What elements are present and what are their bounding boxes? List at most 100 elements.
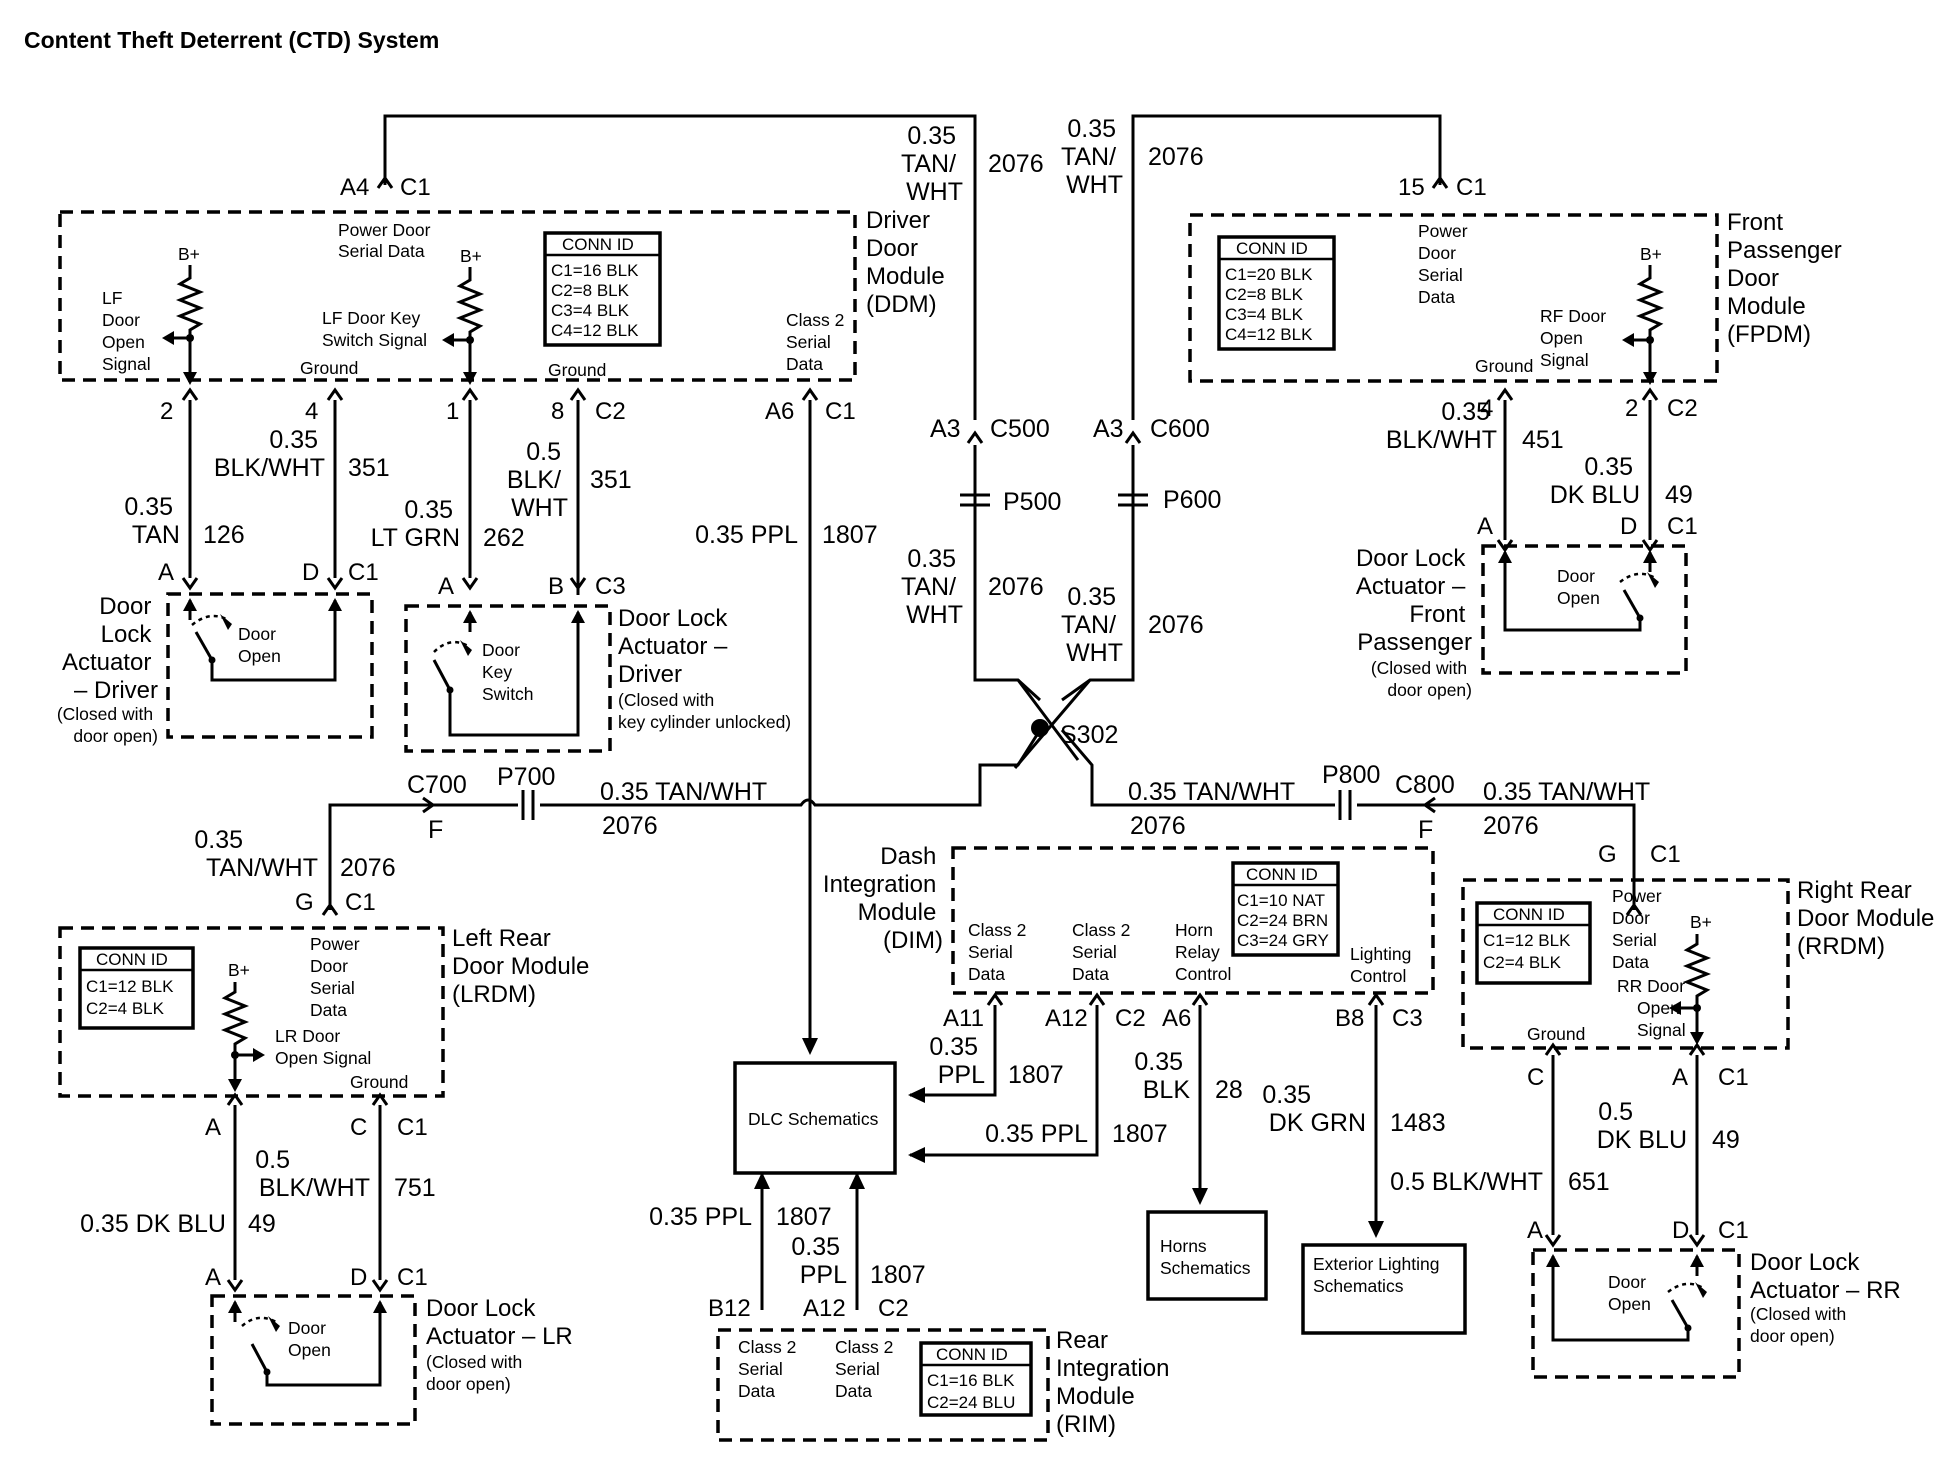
lr-actuator-name: Door Lock Actuator – LR bbox=[426, 1295, 573, 1350]
fp-actuator-note: (Closed with door open) bbox=[1371, 658, 1472, 700]
driver-actuator-name: Door Lock Actuator – Driver bbox=[62, 593, 158, 704]
dash-integration-module: Dash Integration Module (DIM) CONN ID C1… bbox=[823, 843, 1435, 1032]
c500-label: C500 bbox=[990, 415, 1050, 443]
dim-a11-wire-circuit: 1807 bbox=[1008, 1061, 1064, 1089]
rr-door-switch-icon bbox=[1670, 1299, 1690, 1329]
lrdm-pin-g: G bbox=[295, 889, 314, 916]
driver-key-actuator-name: Door Lock Actuator – Driver bbox=[618, 605, 734, 688]
rim-b12-wire-size: 0.35 PPL bbox=[649, 1203, 752, 1231]
arrowheads bbox=[754, 1038, 1384, 1238]
door-lock-actuator-lr: Door Open Door Lock Actuator – LR (Close… bbox=[205, 1264, 573, 1426]
rr-door-open-wire-circuit: 49 bbox=[1712, 1126, 1740, 1154]
rim-class2-b: Class 2 Serial Data bbox=[835, 1337, 898, 1401]
right-bus-wire-circuit: 2076 bbox=[1130, 812, 1186, 840]
fp-actuator-pin-a: A bbox=[1477, 513, 1493, 540]
dim-conn-c3: C3 bbox=[1392, 1005, 1423, 1032]
p800-label: P800 bbox=[1322, 761, 1380, 789]
horns-schematics-box bbox=[1146, 1210, 1268, 1301]
right-bus2-wire-size: 0.35 TAN/WHT bbox=[1483, 778, 1650, 806]
rrdm-conn-id-header: CONN ID bbox=[1493, 905, 1565, 924]
left-bus-wire-size: 0.35 TAN/WHT bbox=[600, 778, 767, 806]
dim-pin-a12: A12 bbox=[1045, 1005, 1088, 1032]
lr-door-open-wire-circuit: 49 bbox=[248, 1210, 276, 1238]
door-lock-actuator-rr: Door Open Door Lock Actuator – RR (Close… bbox=[1527, 1217, 1901, 1379]
fpdm-conn-id-list: C1=20 BLK C2=8 BLK C3=4 BLK C4=12 BLK bbox=[1225, 265, 1317, 344]
ddm-pin-a6: A6 bbox=[765, 398, 794, 425]
dim-pin-b8: B8 bbox=[1335, 1005, 1364, 1032]
fpdm-conn-id-header: CONN ID bbox=[1236, 239, 1308, 258]
horn-wire-size: 0.35 BLK bbox=[1134, 1048, 1190, 1104]
fpdm-conn-c1-top: C1 bbox=[1456, 174, 1487, 201]
rim-conn-id-header: CONN ID bbox=[936, 1345, 1008, 1364]
ddm-resistor-1-icon bbox=[175, 265, 205, 378]
driver-actuator-note: (Closed with door open) bbox=[57, 704, 158, 746]
ddm-ground-wire-circuit: 351 bbox=[348, 454, 390, 482]
lf-door-open-wire-circuit: 126 bbox=[203, 521, 245, 549]
driver-actuator-pin-a: A bbox=[158, 559, 174, 586]
rr-actuator-switch-label: Door Open bbox=[1608, 1272, 1651, 1314]
p600-connector-icon bbox=[1118, 488, 1148, 512]
rr-actuator-pin-a: A bbox=[1527, 1217, 1543, 1244]
fpdm-resistor-icon bbox=[1635, 265, 1665, 378]
rr-actuator-pin-d: D bbox=[1672, 1217, 1689, 1244]
c600-label: C600 bbox=[1150, 415, 1210, 443]
rim-conn-c2: C2 bbox=[878, 1295, 909, 1322]
fpdm-pin-15: 15 bbox=[1398, 174, 1425, 201]
a3-right-label: A3 bbox=[1093, 415, 1124, 443]
wire-labels: 0.35 TAN/ WHT 2076 0.35 TAN/ WHT 2076 0.… bbox=[80, 115, 1740, 1289]
rrdm-name: Right Rear Door Module (RRDM) bbox=[1797, 877, 1941, 960]
lr-actuator-pin-a: A bbox=[205, 1264, 221, 1291]
fpdm-ground-wire-circuit: 451 bbox=[1522, 426, 1564, 454]
ddm-ground-1: Ground bbox=[300, 358, 358, 378]
dim-class2-b: Class 2 Serial Data bbox=[1072, 920, 1135, 984]
ddm-pin-a4: A4 bbox=[340, 174, 369, 201]
dim-conn-c2: C2 bbox=[1115, 1005, 1146, 1032]
p600-below-wire-circuit: 2076 bbox=[1148, 611, 1204, 639]
ddm-conn-c1-top: C1 bbox=[400, 174, 431, 201]
p500-label: P500 bbox=[1003, 488, 1061, 516]
ddm-pin-8: 8 bbox=[551, 398, 564, 425]
driver-key-actuator-note: (Closed with key cylinder unlocked) bbox=[618, 690, 791, 732]
rr-actuator-conn-c1: C1 bbox=[1718, 1217, 1749, 1244]
p500-connector-icon bbox=[960, 488, 990, 512]
rrdm-conn-id-list: C1=12 BLK C2=4 BLK bbox=[1483, 931, 1575, 972]
driver-door-switch-icon bbox=[194, 631, 214, 661]
p600-below-wire-size: 0.35 TAN/ WHT bbox=[1061, 583, 1123, 667]
horns-schematics-label: Horns Schematics bbox=[1160, 1236, 1251, 1278]
ddm-class2-wire-size: 0.35 PPL bbox=[695, 521, 798, 549]
ddm-conn-id-box bbox=[543, 231, 662, 347]
right-bus-wire-size: 0.35 TAN/WHT bbox=[1128, 778, 1295, 806]
lrdm-conn-id-list: C1=12 BLK C2=4 BLK bbox=[86, 977, 178, 1018]
rrdm-pin-a: A bbox=[1672, 1064, 1688, 1091]
fpdm-top-wire-circuit: 2076 bbox=[1148, 143, 1204, 171]
fpdm-bplus: B+ bbox=[1640, 244, 1662, 264]
lrdm-conn-c1-bottom: C1 bbox=[397, 1114, 428, 1141]
fpdm-pin-4: 4 bbox=[1480, 395, 1493, 422]
lr-actuator-pin-d: D bbox=[350, 1264, 367, 1291]
rim-a12-wire-circuit: 1807 bbox=[870, 1261, 926, 1289]
ddm-power-door-serial-data: Power Door Serial Data bbox=[338, 220, 435, 261]
fpdm-pin-2: 2 bbox=[1625, 395, 1638, 422]
c700-label: C700 bbox=[407, 771, 467, 799]
rrdm-power-door-serial-data: Power Door Serial Data bbox=[1612, 886, 1666, 972]
driver-actuator-pin-d: D bbox=[302, 559, 319, 586]
ddm-pin-4: 4 bbox=[305, 398, 318, 425]
ddm-ground2-wire-circuit: 351 bbox=[590, 466, 632, 494]
rim-conn-id-box bbox=[919, 1341, 1033, 1417]
fpdm-top-wire-size: 0.35 TAN/ WHT bbox=[1061, 115, 1123, 199]
rim-pin-a12: A12 bbox=[803, 1295, 846, 1322]
ddm-resistor-2-icon bbox=[455, 267, 485, 378]
key-switch-wire-size: 0.35 LT GRN bbox=[371, 496, 460, 552]
ddm-lf-door-key-switch-signal: LF Door Key Switch Signal bbox=[322, 308, 427, 350]
fp-actuator-pin-d: D bbox=[1620, 513, 1637, 540]
lr-door-open-wire-size: 0.35 DK BLU bbox=[80, 1210, 226, 1238]
rear-integration-module: Rear Integration Module (RIM) CONN ID C1… bbox=[708, 1295, 1169, 1442]
dim-horn-relay-control: Horn Relay Control bbox=[1175, 920, 1231, 984]
rim-class2-a: Class 2 Serial Data bbox=[738, 1337, 801, 1401]
lrdm-bplus: B+ bbox=[228, 960, 250, 980]
rrdm-resistor-icon bbox=[1682, 934, 1712, 1038]
dim-name: Dash Integration Module (DIM) bbox=[823, 843, 943, 954]
p700-connector-icon bbox=[521, 790, 535, 820]
driver-door-module: Driver Door Module (DDM) CONN ID C1=16 B… bbox=[58, 174, 945, 425]
fpdm-conn-id-box bbox=[1217, 235, 1336, 351]
